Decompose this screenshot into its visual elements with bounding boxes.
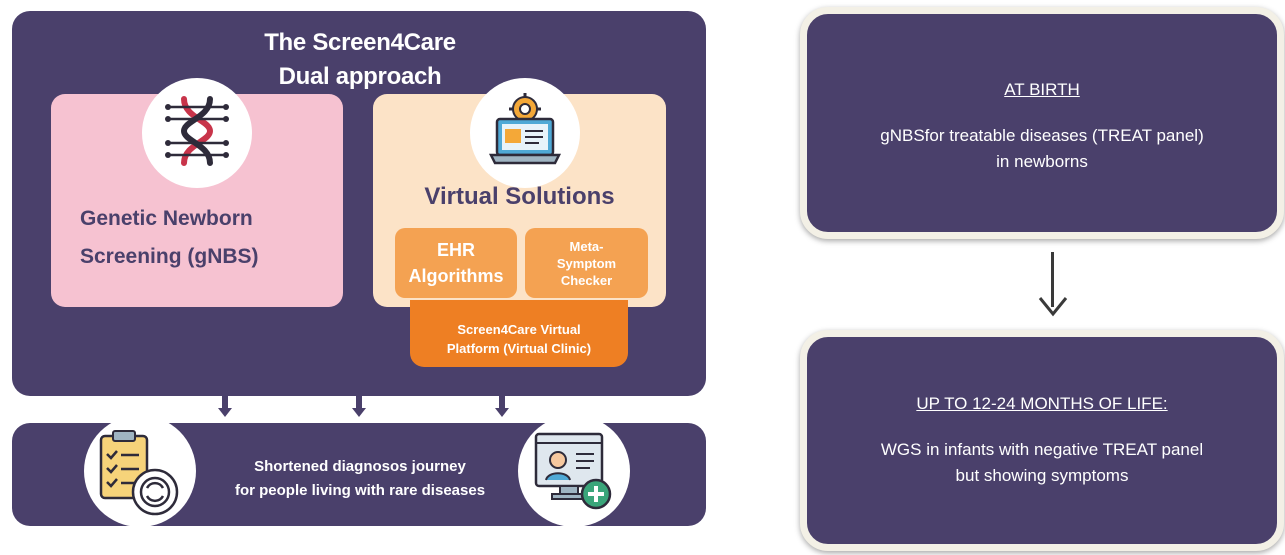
meta-line-1: Meta-: [569, 238, 604, 254]
meta-symptom-checker-box: Meta- Symptom Checker: [525, 228, 648, 298]
meta-line-3: Checker: [560, 272, 613, 288]
panel-title: The Screen4Care Dual approach: [200, 26, 520, 94]
title-line-1: The Screen4Care: [264, 29, 456, 56]
at-birth-line-1: gNBSfor treatable diseases (TREAT panel): [880, 126, 1204, 145]
ehr-line-1: EHR: [436, 240, 475, 260]
at-birth-heading: AT BIRTH: [1004, 80, 1080, 99]
title-line-2: Dual approach: [278, 63, 442, 90]
outcome-line-1: Shortened diagnosos journey: [254, 458, 466, 475]
laptop-gear-icon: [488, 93, 562, 165]
ehr-line-2: Algorithms: [408, 266, 504, 286]
connector-arrow-2-shaft: [356, 396, 362, 409]
telemedicine-icon: [534, 432, 612, 510]
meta-line-2: Symptom: [556, 255, 617, 271]
checklist-icon: [99, 430, 179, 516]
at-birth-line-2: in newborns: [996, 152, 1088, 171]
timeline-arrow-head: [1038, 297, 1068, 317]
infancy-heading: UP TO 12-24 MONTHS OF LIFE:: [916, 394, 1168, 413]
dna-icon-circle: [142, 78, 252, 188]
gnbs-label: Genetic Newborn Screening (gNBS): [80, 200, 320, 276]
ehr-algorithms-box: EHR Algorithms: [395, 228, 517, 298]
timeline-arrow-shaft: [1051, 252, 1054, 307]
connector-arrow-1-head: [218, 408, 232, 417]
platform-line-1: Screen4Care Virtual: [457, 321, 581, 337]
gnbs-line-2: Screening (gNBS): [80, 245, 259, 268]
at-birth-card: AT BIRTH gNBSfor treatable diseases (TRE…: [800, 7, 1284, 239]
dna-icon: [165, 96, 229, 166]
gnbs-line-1: Genetic Newborn: [80, 207, 253, 230]
virtual-solutions-title: Virtual Solutions: [424, 183, 615, 210]
connector-arrow-3-head: [495, 408, 509, 417]
infancy-line-2: but showing symptoms: [955, 466, 1129, 485]
virtual-platform-box: Screen4Care Virtual Platform (Virtual Cl…: [410, 300, 628, 367]
at-birth-description: gNBSfor treatable diseases (TREAT panel)…: [807, 123, 1277, 175]
infancy-card: UP TO 12-24 MONTHS OF LIFE: WGS in infan…: [800, 330, 1284, 551]
outcome-line-2: for people living with rare diseases: [234, 482, 486, 499]
connector-arrow-3-shaft: [499, 396, 505, 409]
connector-arrow-2-head: [352, 408, 366, 417]
platform-line-2: Platform (Virtual Clinic): [446, 340, 592, 356]
outcome-text: Shortened diagnosos journey for people l…: [215, 455, 505, 503]
infancy-description: WGS in infants with negative TREAT panel…: [807, 437, 1277, 489]
connector-arrow-1-shaft: [222, 396, 228, 409]
infancy-line-1: WGS in infants with negative TREAT panel: [880, 440, 1204, 459]
